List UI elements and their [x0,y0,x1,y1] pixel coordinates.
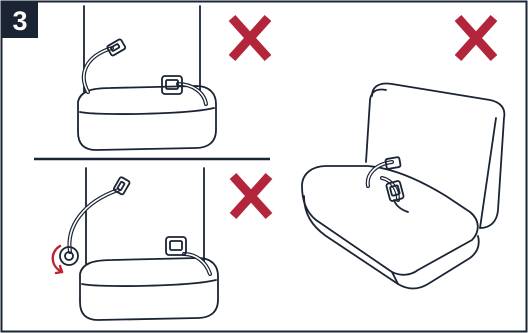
wrong-x-icon [458,18,494,58]
seat-illustration-top [78,6,216,150]
wrong-x-icon [232,18,268,58]
seat-illustration-bottom [60,168,218,320]
bench-seat-illustration [302,84,504,289]
wrong-x-icon [233,176,269,216]
step-badge: 3 [2,2,38,38]
step-number: 3 [12,6,27,36]
